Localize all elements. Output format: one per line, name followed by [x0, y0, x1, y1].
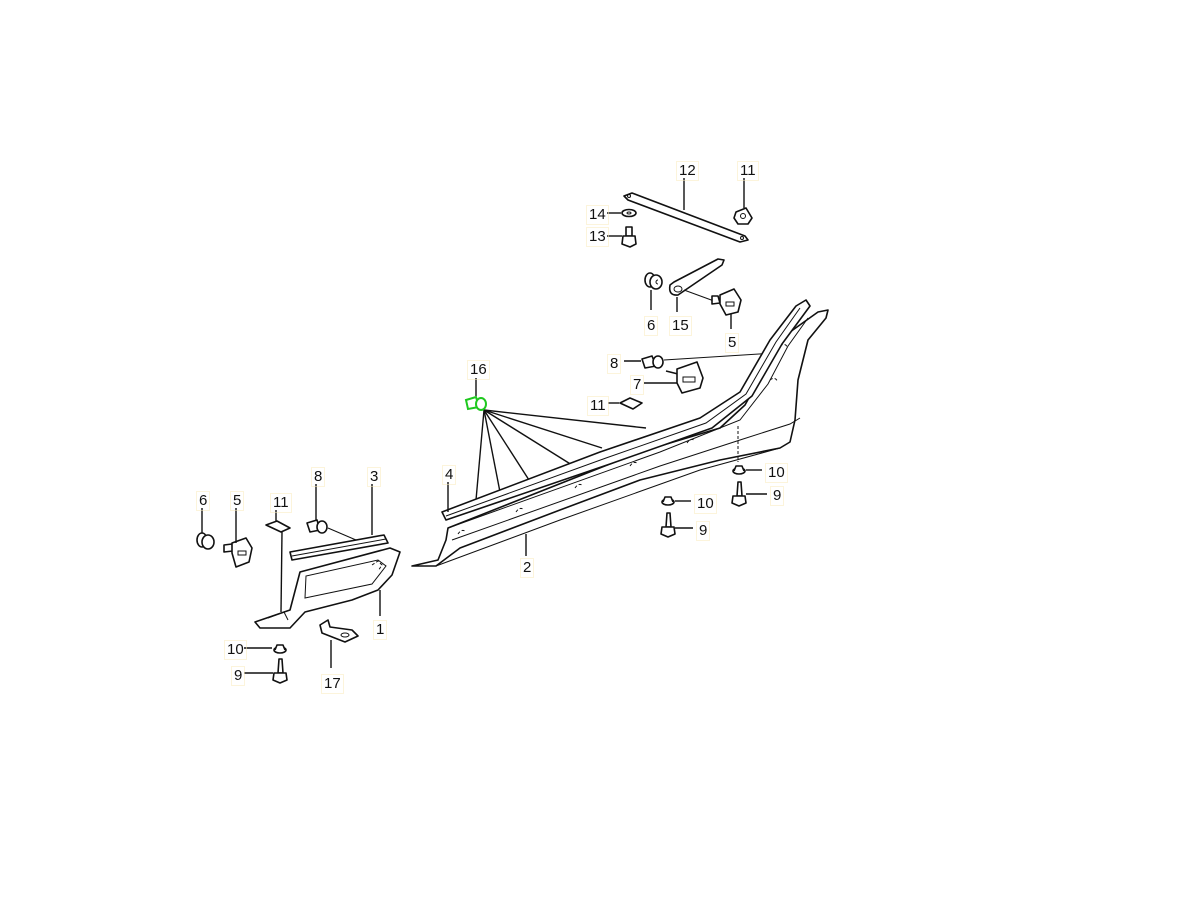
part-15-bracket[interactable] — [668, 258, 725, 296]
part-label-13[interactable]: 13 — [586, 227, 609, 247]
part-label-16[interactable]: 16 — [467, 360, 490, 380]
part-5-clip-left[interactable] — [223, 537, 253, 568]
part-label-7[interactable]: 7 — [630, 375, 645, 395]
part-12-strut[interactable] — [623, 192, 749, 243]
part-4-sill-trim-strip[interactable] — [441, 299, 811, 521]
part-label-8[interactable]: 8 — [607, 354, 622, 374]
part-10-nut-right-a[interactable] — [732, 465, 746, 475]
part-label-10[interactable]: 10 — [224, 640, 247, 660]
part-10-nut-right-b[interactable] — [661, 496, 675, 506]
part-label-12[interactable]: 12 — [676, 161, 699, 181]
part-9-screw-right-b[interactable] — [660, 512, 676, 538]
part-label-11[interactable]: 11 — [737, 161, 759, 181]
part-8-plug-left[interactable] — [306, 519, 328, 534]
part-16-leaders — [475, 378, 647, 501]
part-label-10[interactable]: 10 — [765, 463, 788, 483]
part-label-4[interactable]: 4 — [442, 465, 457, 485]
part-label-6[interactable]: 6 — [644, 316, 659, 336]
part-11-clip-nut-top[interactable] — [733, 207, 753, 225]
part-label-10[interactable]: 10 — [694, 494, 717, 514]
part-label-5[interactable]: 5 — [725, 333, 740, 353]
part-label-9[interactable]: 9 — [231, 666, 246, 686]
part-10-nut-left[interactable] — [273, 644, 287, 654]
part-7-mount-block[interactable] — [665, 361, 704, 394]
part-label-5[interactable]: 5 — [230, 491, 245, 511]
part-1-front-sill-end[interactable] — [254, 547, 401, 629]
part-6-grommet-upper[interactable] — [644, 272, 663, 290]
part-label-2[interactable]: 2 — [520, 558, 535, 578]
part-9-screw-left[interactable] — [272, 658, 288, 684]
part-6-grommet-left[interactable] — [196, 532, 215, 550]
part-label-1[interactable]: 1 — [373, 620, 388, 640]
part-label-11[interactable]: 11 — [270, 493, 292, 513]
part-label-14[interactable]: 14 — [586, 205, 609, 225]
part-label-8[interactable]: 8 — [311, 467, 326, 487]
part-label-11[interactable]: 11 — [587, 396, 609, 416]
part-14-washer[interactable] — [621, 208, 637, 218]
part-16-clip-highlighted[interactable] — [464, 395, 487, 411]
part-label-17[interactable]: 17 — [321, 674, 344, 694]
part-label-9[interactable]: 9 — [696, 521, 711, 541]
part-label-6[interactable]: 6 — [196, 491, 211, 511]
part-9-screw-right-a[interactable] — [731, 481, 747, 507]
part-8-plug-upper[interactable] — [641, 355, 664, 369]
part-3-trim-strip-left[interactable] — [289, 534, 389, 561]
part-11-clip-nut-mid[interactable] — [619, 397, 643, 410]
part-label-3[interactable]: 3 — [367, 467, 382, 487]
part-label-15[interactable]: 15 — [669, 316, 692, 336]
part-5-clip-upper[interactable] — [711, 288, 742, 316]
part-2-rocker-panel[interactable] — [411, 309, 829, 567]
part-17-bracket[interactable] — [319, 619, 359, 643]
part-label-9[interactable]: 9 — [770, 486, 785, 506]
part-11-clip-nut-left[interactable] — [265, 520, 291, 533]
part-13-bolt[interactable] — [621, 226, 637, 248]
